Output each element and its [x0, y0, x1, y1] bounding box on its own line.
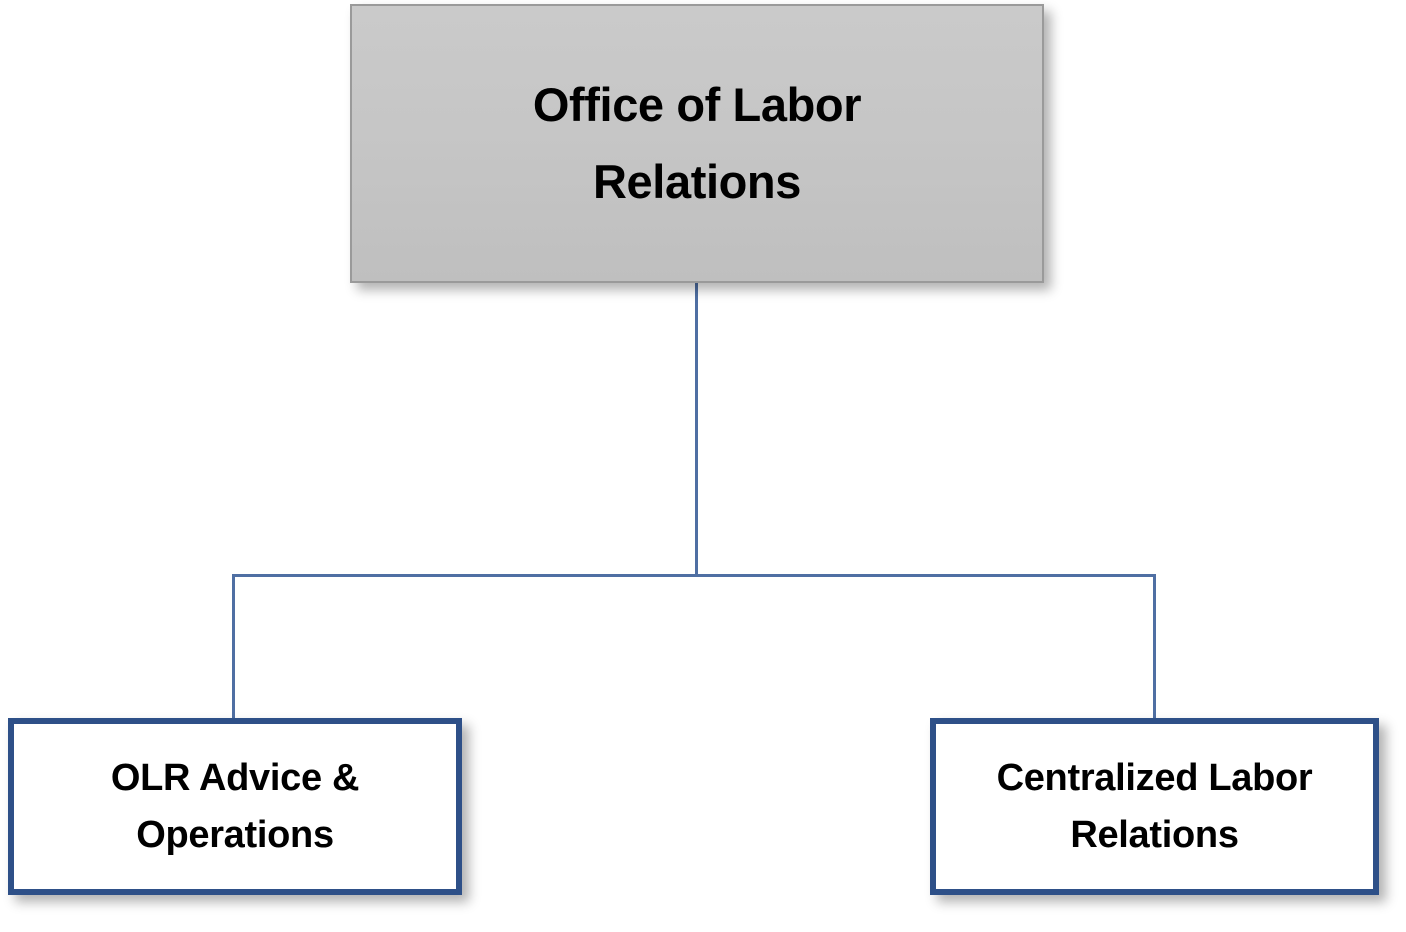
connector-right-child-vertical — [1153, 574, 1156, 720]
node-centralized-labor-relations[interactable]: Centralized Labor Relations — [930, 718, 1379, 895]
node-label-centralized-labor-relations: Centralized Labor Relations — [996, 757, 1313, 856]
node-olr-advice-and-operations[interactable]: OLR Advice & Operations — [8, 718, 462, 895]
node-label-office-of-labor-relations: Office of Labor Relations — [532, 78, 862, 208]
node-label-olr-advice-and-operations: OLR Advice & Operations — [110, 757, 360, 856]
connector-horizontal-bus — [232, 574, 1156, 577]
connector-left-child-vertical — [232, 574, 235, 720]
connector-root-vertical — [695, 282, 698, 576]
node-office-of-labor-relations[interactable]: Office of Labor Relations — [350, 4, 1044, 283]
